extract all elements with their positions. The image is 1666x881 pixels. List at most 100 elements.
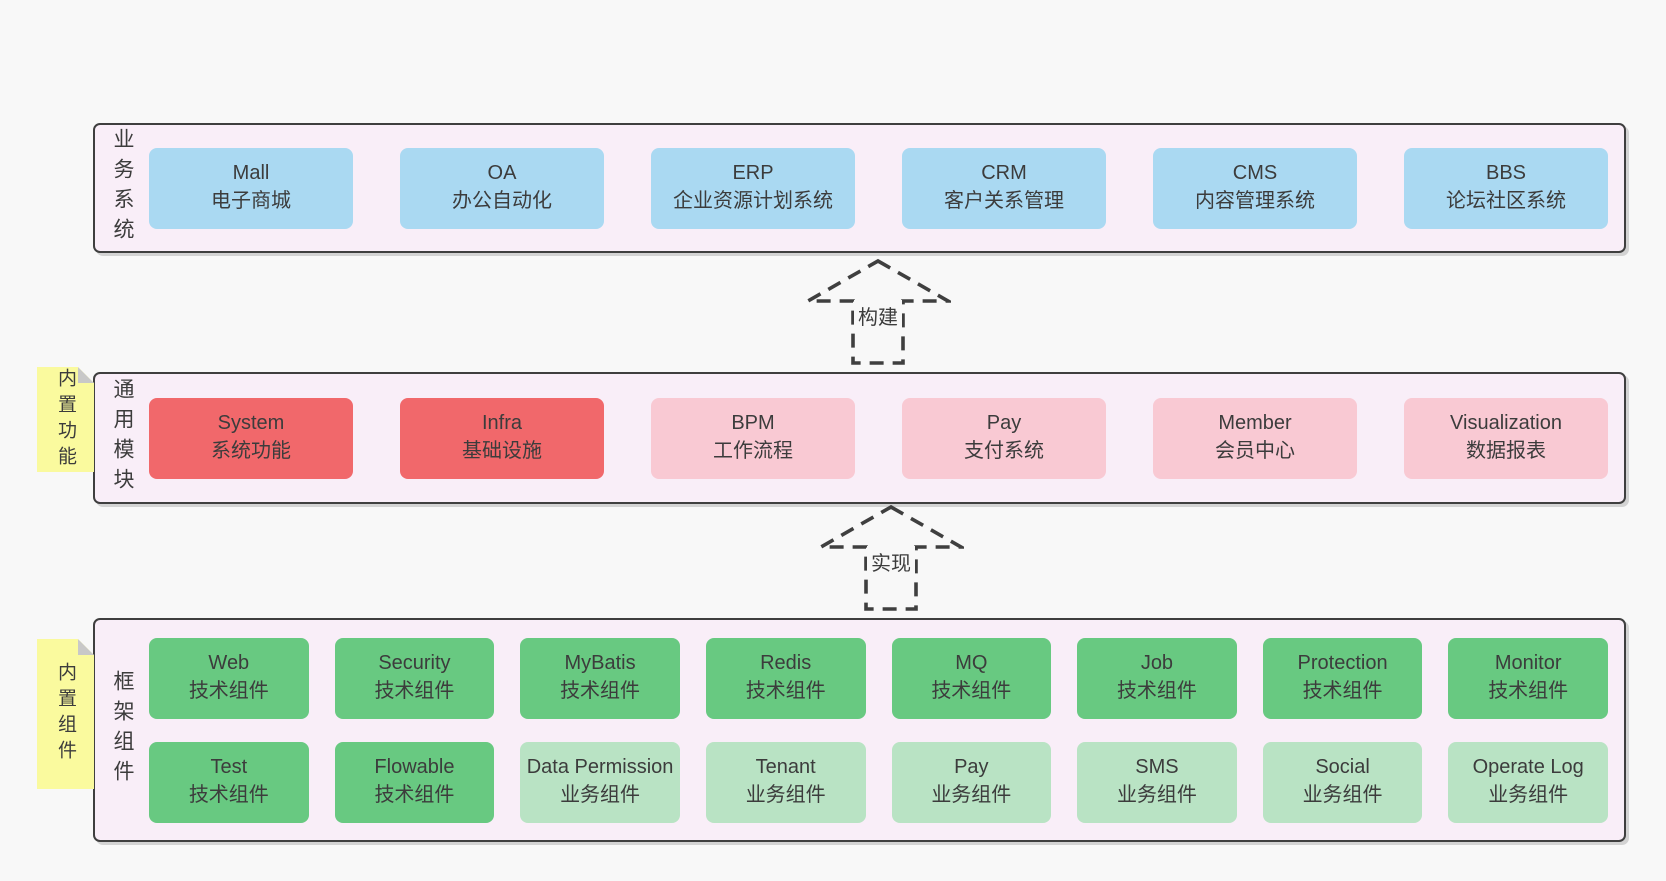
node-title: MQ [955, 652, 988, 675]
node-title: Security [378, 652, 451, 675]
band-label-business-systems: 业务系统 [95, 125, 149, 251]
band-label-common-modules: 通用模块 [95, 374, 149, 502]
node-job: Job 技术组件 [1077, 637, 1237, 719]
node-subtitle: 业务组件 [1302, 784, 1383, 806]
node-subtitle: 技术组件 [1302, 680, 1383, 702]
node-member: Member 会员中心 [1153, 397, 1357, 479]
node-title: Tenant [755, 756, 816, 779]
node-subtitle: 客户关系管理 [944, 190, 1064, 212]
node-operate-log: Operate Log 业务组件 [1448, 741, 1608, 823]
node-test: Test 技术组件 [149, 741, 309, 823]
node-subtitle: 基础设施 [462, 440, 542, 462]
node-subtitle: 业务组件 [931, 784, 1012, 806]
node-title: MyBatis [564, 652, 636, 675]
node-mq: MQ 技术组件 [891, 637, 1052, 719]
node-title: Infra [481, 412, 523, 435]
node-monitor: Monitor 技术组件 [1448, 637, 1608, 719]
node-pay-component: Pay 业务组件 [891, 741, 1052, 823]
node-pay-module: Pay 支付系统 [902, 397, 1106, 479]
node-title: Monitor [1494, 652, 1562, 675]
node-title: SMS [1135, 756, 1179, 779]
band-framework-components: 框架组件 Web 技术组件 Security 技术组件 MyBatis 技术组件… [93, 618, 1626, 842]
node-bbs: BBS 论坛社区系统 [1404, 147, 1608, 229]
arrow-up-icon [818, 504, 964, 611]
node-tenant: Tenant 业务组件 [705, 741, 866, 823]
node-subtitle: 办公自动化 [452, 190, 552, 212]
node-title: Protection [1297, 652, 1388, 675]
node-erp: ERP 企业资源计划系统 [651, 147, 855, 229]
node-subtitle: 技术组件 [1488, 680, 1569, 702]
node-title: Job [1140, 652, 1174, 675]
node-subtitle: 技术组件 [1116, 680, 1197, 702]
node-subtitle: 技术组件 [745, 680, 826, 702]
node-social: Social 业务组件 [1262, 741, 1423, 823]
node-crm: CRM 客户关系管理 [902, 147, 1106, 229]
node-title: Pay [954, 756, 989, 779]
band-row: System 系统功能 Infra 基础设施 BPM 工作流程 Pay 支付系统… [149, 374, 1624, 502]
node-subtitle: 技术组件 [931, 680, 1012, 702]
node-title: Member [1218, 412, 1292, 435]
node-title: Social [1315, 756, 1370, 779]
node-subtitle: 业务组件 [745, 784, 826, 806]
node-bpm: BPM 工作流程 [651, 397, 855, 479]
node-subtitle: 工作流程 [713, 440, 793, 462]
node-mall: Mall 电子商城 [149, 147, 353, 229]
sticky-note-text: 内置组件 [55, 662, 76, 766]
node-cms: CMS 内容管理系统 [1153, 147, 1357, 229]
node-subtitle: 技术组件 [374, 680, 455, 702]
node-title: BPM [731, 412, 775, 435]
band-label-framework-components: 框架组件 [95, 620, 149, 840]
band-business-systems: 业务系统 Mall 电子商城 OA 办公自动化 ERP 企业资源计划系统 CRM… [93, 123, 1626, 253]
node-title: Test [210, 756, 248, 779]
arrow-build-label: 构建 [854, 300, 902, 331]
arrow-up-icon [805, 258, 951, 365]
folded-corner-icon [78, 367, 94, 383]
node-subtitle: 技术组件 [560, 680, 641, 702]
node-subtitle: 系统功能 [211, 440, 291, 462]
arrow-build: 构建 [805, 258, 951, 366]
node-subtitle: 论坛社区系统 [1446, 190, 1566, 212]
node-subtitle: 内容管理系统 [1195, 190, 1315, 212]
band-label-text: 业务系统 [111, 128, 134, 248]
node-visualization: Visualization 数据报表 [1404, 397, 1608, 479]
node-title: ERP [732, 162, 774, 185]
node-subtitle: 企业资源计划系统 [673, 190, 833, 212]
sticky-note-built-in-components: 内置组件 [37, 639, 94, 789]
node-title: Flowable [374, 756, 455, 779]
node-subtitle: 业务组件 [560, 784, 641, 806]
sticky-note-text: 内置功能 [55, 367, 76, 472]
band-row: Web 技术组件 Security 技术组件 MyBatis 技术组件 Redi… [149, 637, 1608, 719]
node-title: Visualization [1450, 412, 1562, 435]
band-row: Mall 电子商城 OA 办公自动化 ERP 企业资源计划系统 CRM 客户关系… [149, 125, 1624, 251]
node-subtitle: 业务组件 [1116, 784, 1197, 806]
node-title: OA [487, 162, 517, 185]
node-title: Web [208, 652, 250, 675]
node-data-permission: Data Permission 业务组件 [520, 741, 680, 823]
node-subtitle: 技术组件 [374, 784, 455, 806]
node-infra: Infra 基础设施 [400, 397, 604, 479]
node-title: Data Permission [526, 756, 674, 779]
node-title: CMS [1232, 162, 1278, 185]
band-common-modules: 通用模块 System 系统功能 Infra 基础设施 BPM 工作流程 Pay… [93, 372, 1626, 504]
node-title: System [217, 412, 285, 435]
node-security: Security 技术组件 [334, 637, 495, 719]
node-title: Mall [232, 162, 270, 185]
node-subtitle: 业务组件 [1488, 784, 1569, 806]
node-subtitle: 会员中心 [1215, 440, 1295, 462]
node-system: System 系统功能 [149, 397, 353, 479]
node-subtitle: 电子商城 [211, 190, 291, 212]
band-label-text: 通用模块 [111, 378, 134, 498]
arrow-implement: 实现 [818, 504, 964, 612]
band-rows: Web 技术组件 Security 技术组件 MyBatis 技术组件 Redi… [149, 620, 1624, 840]
node-flowable: Flowable 技术组件 [334, 741, 495, 823]
node-title: CRM [981, 162, 1027, 185]
arrow-implement-label: 实现 [867, 546, 915, 577]
node-mybatis: MyBatis 技术组件 [520, 637, 680, 719]
node-web: Web 技术组件 [149, 637, 309, 719]
band-label-text: 框架组件 [111, 670, 134, 790]
node-title: Operate Log [1472, 756, 1584, 779]
node-subtitle: 技术组件 [188, 680, 269, 702]
folded-corner-icon [78, 639, 94, 655]
node-oa: OA 办公自动化 [400, 147, 604, 229]
